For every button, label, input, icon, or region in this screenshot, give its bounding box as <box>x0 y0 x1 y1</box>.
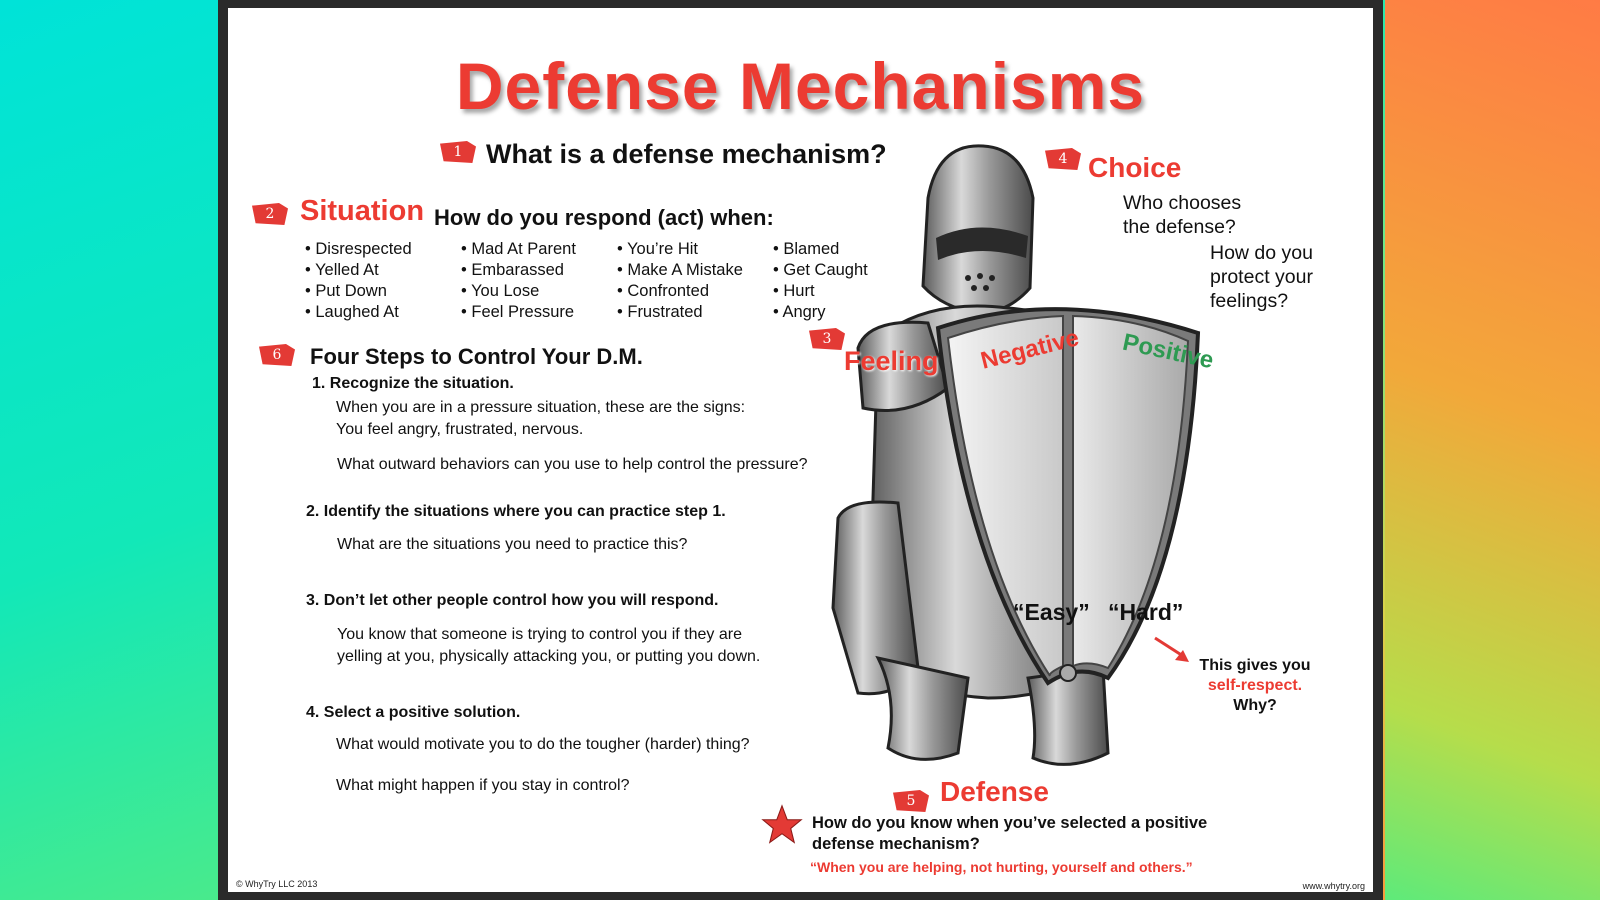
situation-prompt: How do you respond (act) when: <box>434 205 774 230</box>
defense-label: Defense <box>940 776 1049 807</box>
step-1-body: When you are in a pressure situation, th… <box>336 397 745 440</box>
list-item: • Embarassed <box>461 261 564 279</box>
website: www.whytry.org <box>1302 881 1365 891</box>
list-item: • Mad At Parent <box>461 240 576 258</box>
step-4-body-2: What might happen if you stay in control… <box>336 777 630 794</box>
list-item: • Laughed At <box>305 303 399 321</box>
situation-column-4: • Blamed • Get Caught • Hurt • Angry <box>773 239 868 323</box>
flag-3: 3 <box>809 328 845 350</box>
choice-question-1: Who chooses the defense? <box>1123 191 1241 239</box>
list-item: • You’re Hit <box>617 240 698 258</box>
step-1-title: 1. Recognize the situation. <box>312 375 514 392</box>
choice-text: feelings? <box>1210 290 1289 312</box>
list-item: • You Lose <box>461 282 540 300</box>
step-4-title: 4. Select a positive solution. <box>306 704 521 721</box>
choice-text: Who chooses <box>1123 192 1242 214</box>
list-item: • Disrespected <box>305 240 412 258</box>
step-2-title: 2. Identify the situations where you can… <box>306 503 726 520</box>
step-2-body: What are the situations you need to prac… <box>337 536 688 553</box>
poster-title: Defense Mechanisms <box>455 49 1146 123</box>
background-right <box>1385 0 1600 900</box>
arrow-icon <box>1154 636 1189 662</box>
flag-1: 1 <box>440 141 476 163</box>
poster-frame: Defense Mechanisms 1 What is a defense m… <box>218 0 1383 900</box>
poster-sheet: Defense Mechanisms 1 What is a defense m… <box>228 8 1373 892</box>
flag-5: 5 <box>893 790 929 812</box>
easy-label: “Easy” <box>1013 599 1090 625</box>
situation-column-2: • Mad At Parent • Embarassed • You Lose … <box>461 239 576 323</box>
list-item: • Angry <box>773 303 826 321</box>
self-respect-why: Why? <box>1233 697 1277 714</box>
choice-text: the defense? <box>1123 216 1236 238</box>
question-what-is-dm: What is a defense mechanism? <box>486 139 887 169</box>
list-item: • Confronted <box>617 282 709 300</box>
copyright: © WhyTry LLC 2013 <box>236 879 318 889</box>
choice-text: How do you <box>1210 242 1313 264</box>
list-item: • Make A Mistake <box>617 261 743 279</box>
list-item: • Blamed <box>773 240 840 258</box>
knight-illustration <box>831 144 1201 766</box>
flag-6: 6 <box>259 344 295 366</box>
step-text: You feel angry, frustrated, nervous. <box>336 420 584 438</box>
step-text: You know that someone is trying to contr… <box>337 626 742 643</box>
step-3-body: You know that someone is trying to contr… <box>337 624 760 667</box>
step-text: yelling at you, physically attacking you… <box>337 647 761 665</box>
flag-4: 4 <box>1045 148 1081 170</box>
choice-question-2: How do you protect your feelings? <box>1210 241 1313 313</box>
list-item: • Hurt <box>773 282 815 300</box>
self-respect-highlight: self-respect. <box>1207 677 1303 694</box>
choice-label: Choice <box>1088 152 1182 183</box>
defense-question-text: How do you know when you’ve selected a p… <box>812 814 1208 832</box>
self-respect-text: This gives you <box>1199 657 1311 674</box>
hard-label: “Hard” <box>1108 599 1184 625</box>
list-item: • Frustrated <box>617 303 703 321</box>
four-steps-heading: Four Steps to Control Your D.M. <box>310 344 643 369</box>
defense-quote: “When you are helping, not hurting, your… <box>810 859 1193 875</box>
situation-column-3: • You’re Hit • Make A Mistake • Confront… <box>617 239 743 323</box>
list-item: • Put Down <box>305 282 387 300</box>
defense-question-text: defense mechanism? <box>812 835 980 853</box>
feeling-label: Feeling <box>844 346 939 376</box>
choice-text: protect your <box>1210 266 1313 288</box>
self-respect-note: This gives you self-respect. Why? <box>1190 656 1320 716</box>
step-4-body-1: What would motivate you to do the toughe… <box>336 736 750 753</box>
star-icon <box>761 804 803 844</box>
situation-label: Situation <box>300 195 425 227</box>
flag-2: 2 <box>252 203 288 225</box>
list-item: • Feel Pressure <box>461 303 575 321</box>
list-item: • Yelled At <box>305 261 379 279</box>
background-left <box>0 0 218 900</box>
defense-question: How do you know when you’ve selected a p… <box>812 813 1207 855</box>
step-3-title: 3. Don’t let other people control how yo… <box>306 592 719 609</box>
step-text: When you are in a pressure situation, th… <box>336 399 746 416</box>
step-1-question: What outward behaviors can you use to he… <box>337 456 808 473</box>
list-item: • Get Caught <box>773 261 868 279</box>
situation-column-1: • Disrespected • Yelled At • Put Down • … <box>305 239 412 323</box>
